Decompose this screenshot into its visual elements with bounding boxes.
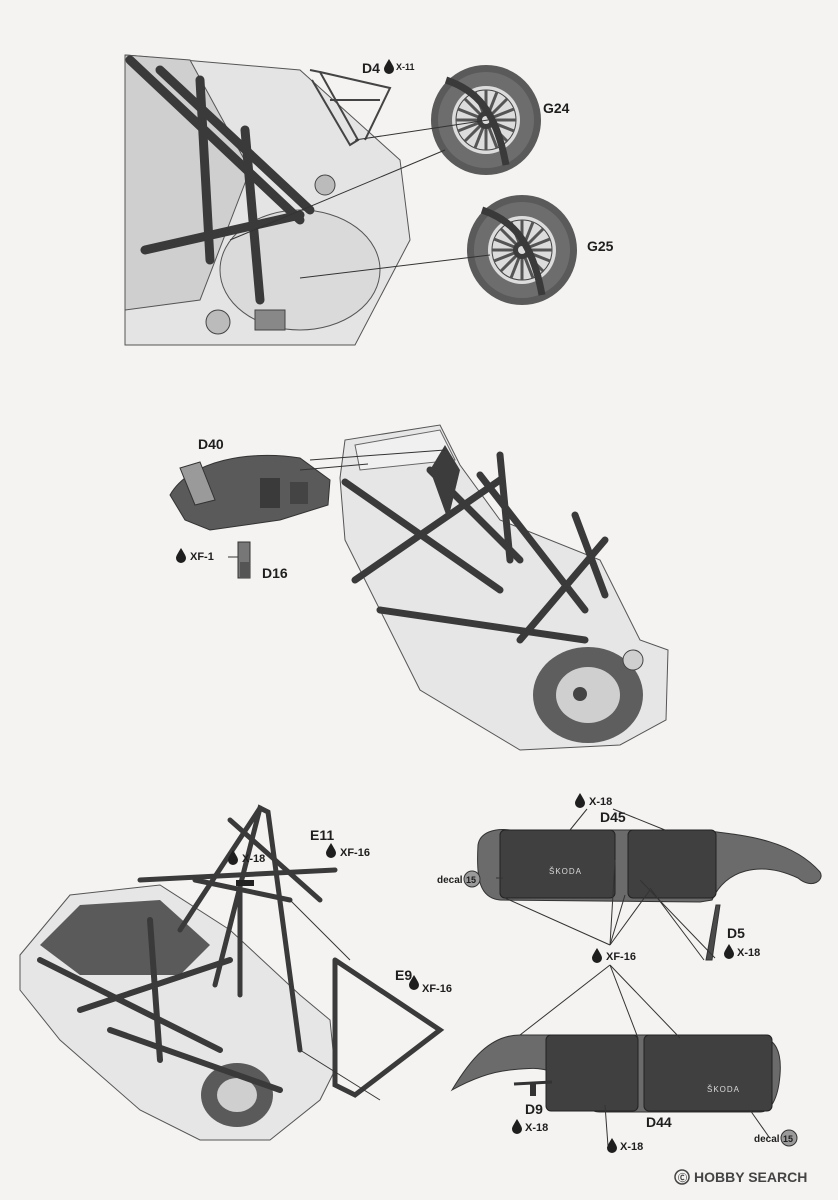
part-label-e11: E11 bbox=[310, 827, 334, 843]
decal-label-d45: decal bbox=[437, 875, 463, 886]
paint-code-e9: XF-16 bbox=[422, 983, 452, 995]
spare-wheel-g25 bbox=[467, 195, 577, 305]
panel-dashboard: D40 XF-1 D16 bbox=[169, 424, 669, 751]
paint-drop-icon bbox=[512, 1119, 522, 1134]
part-d9-illustration bbox=[513, 1080, 553, 1096]
decal-number-badge bbox=[463, 870, 481, 888]
paint-drop-icon bbox=[592, 948, 602, 963]
boot-floor-illustration bbox=[124, 54, 411, 346]
decal-number-badge bbox=[780, 1129, 798, 1147]
leader-line bbox=[299, 254, 491, 279]
panel-roll-cage: E11 X-18 XF-16 E9 XF-16 bbox=[19, 804, 452, 1141]
side-panel-d45-illustration: ŠKODA bbox=[477, 829, 822, 903]
watermark-brand: HOBBY SEARCH bbox=[694, 1169, 807, 1185]
part-label-d5: D5 bbox=[727, 925, 745, 941]
panel-text-d44: ŠKODA bbox=[707, 1085, 740, 1094]
panel-spare-wheels: D4 X-11 G24 G25 bbox=[124, 54, 614, 346]
paint-drop-icon bbox=[607, 1138, 617, 1153]
part-label-e9: E9 bbox=[395, 967, 412, 983]
paint-code-d45: X-18 bbox=[589, 796, 612, 808]
paint-drop-icon bbox=[724, 944, 734, 959]
decal-number-d45: 15 bbox=[466, 875, 476, 885]
paint-code-d9: X-18 bbox=[525, 1122, 548, 1134]
paint-code-d44: X-18 bbox=[620, 1141, 643, 1153]
part-d5-illustration bbox=[705, 904, 721, 961]
watermark: Ⓒ HOBBY SEARCH bbox=[674, 1169, 807, 1185]
watermark-mark: Ⓒ bbox=[678, 1172, 687, 1183]
dashboard-part-illustration bbox=[169, 454, 331, 579]
side-panel-d44-illustration: ŠKODA bbox=[450, 1034, 781, 1113]
paint-drop-icon bbox=[384, 59, 394, 74]
leader-line bbox=[309, 449, 446, 461]
part-label-g24: G24 bbox=[543, 100, 570, 116]
decal-number-d44: 15 bbox=[783, 1134, 793, 1144]
leader-line bbox=[229, 149, 446, 241]
part-label-d9: D9 bbox=[525, 1101, 543, 1117]
paint-code-shared: XF-16 bbox=[606, 951, 636, 963]
car-body-illustration bbox=[19, 884, 336, 1141]
paint-code-e11-a: X-18 bbox=[242, 853, 265, 865]
panel-text-d45: ŠKODA bbox=[549, 867, 582, 876]
part-label-d44: D44 bbox=[646, 1114, 672, 1130]
leader-line bbox=[289, 899, 351, 961]
paint-code-xf1: XF-1 bbox=[190, 551, 214, 563]
paint-code-d4: X-11 bbox=[396, 62, 415, 72]
copyright-icon bbox=[674, 1169, 690, 1185]
leader-line bbox=[299, 463, 369, 471]
paint-drop-icon bbox=[176, 548, 186, 563]
decal-label-d44: decal bbox=[754, 1134, 780, 1145]
part-label-d45: D45 bbox=[600, 809, 626, 825]
leader-line bbox=[354, 119, 489, 141]
part-label-g25: G25 bbox=[587, 238, 614, 254]
paint-drop-icon bbox=[326, 843, 336, 858]
roll-cage-e11 bbox=[137, 804, 338, 1053]
paint-code-d5: X-18 bbox=[737, 947, 760, 959]
leader-lines-side-panels bbox=[496, 808, 770, 1147]
part-label-d40: D40 bbox=[198, 436, 224, 452]
cockpit-shell-illustration bbox=[339, 424, 669, 751]
paint-code-e11-b: XF-16 bbox=[340, 847, 370, 859]
panel-side-panels: ŠKODA ŠKODA bbox=[437, 793, 822, 1153]
part-label-d4: D4 bbox=[362, 60, 380, 76]
paint-drop-icon bbox=[575, 793, 585, 808]
part-label-d16: D16 bbox=[262, 565, 288, 581]
leader-line bbox=[299, 1049, 381, 1101]
rear-brace-e9 bbox=[332, 957, 445, 1098]
